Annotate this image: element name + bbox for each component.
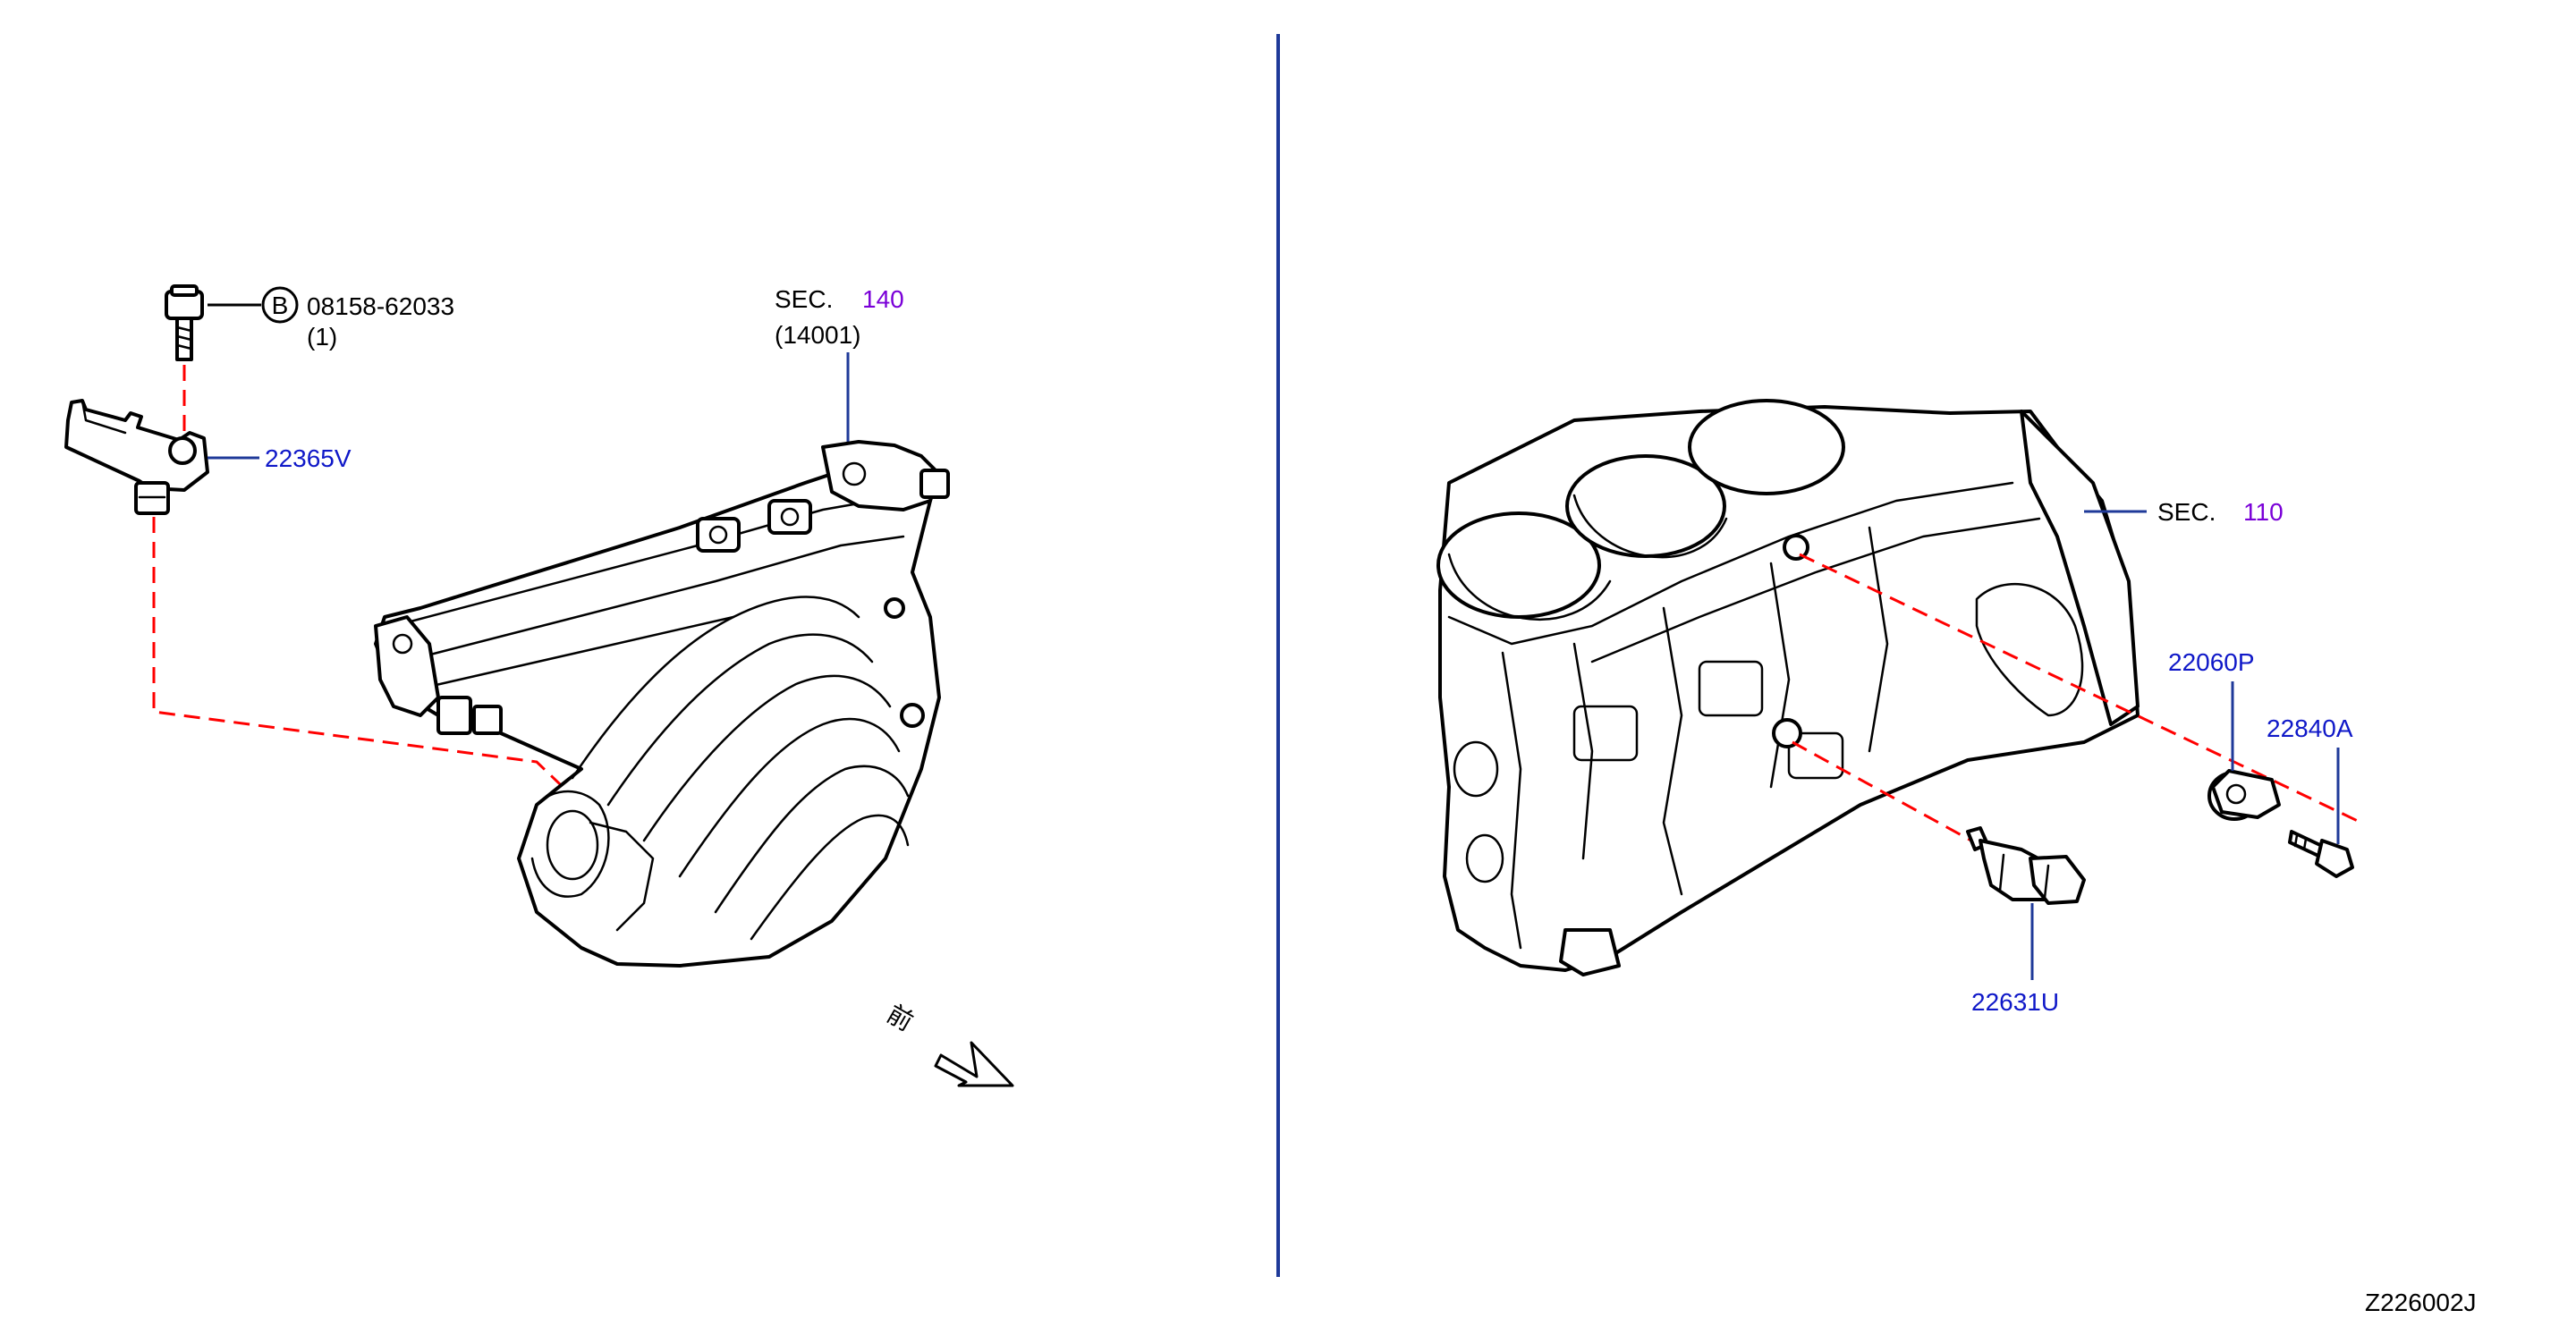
knock-sensor-part-number[interactable]: 22060P (2168, 648, 2255, 676)
section-110-link[interactable]: 110 (2243, 498, 2284, 526)
map-sensor-part-number[interactable]: 22365V (265, 444, 352, 472)
knock-sensor-icon[interactable] (2207, 769, 2281, 821)
temperature-sensor-icon[interactable] (1966, 826, 2086, 905)
bolt-symbol: B (272, 292, 289, 319)
bolt-icon[interactable] (165, 284, 204, 361)
section-110-prefix: SEC. (2157, 498, 2216, 526)
intake-manifold-icon[interactable] (374, 440, 950, 968)
section-140-subcode: (14001) (775, 321, 861, 349)
knock-bolt-icon[interactable] (2288, 830, 2354, 878)
section-140-link[interactable]: 140 (862, 285, 904, 313)
bolt-part-number[interactable]: 08158-62033 (307, 292, 454, 320)
map-sensor-icon[interactable] (64, 399, 209, 515)
drawing-id: Z226002J (2365, 1289, 2477, 1316)
cylinder-block-icon[interactable] (1436, 399, 2140, 976)
front-direction-label: 前 (882, 1000, 918, 1036)
circle-b-icon: B (261, 286, 299, 324)
arrow-icon (934, 1041, 1014, 1087)
temperature-sensor-part-number[interactable]: 22631U (1971, 988, 2059, 1016)
section-140-prefix: SEC. (775, 285, 833, 313)
knock-bolt-part-number[interactable]: 22840A (2267, 714, 2353, 742)
bolt-quantity: (1) (307, 323, 337, 351)
